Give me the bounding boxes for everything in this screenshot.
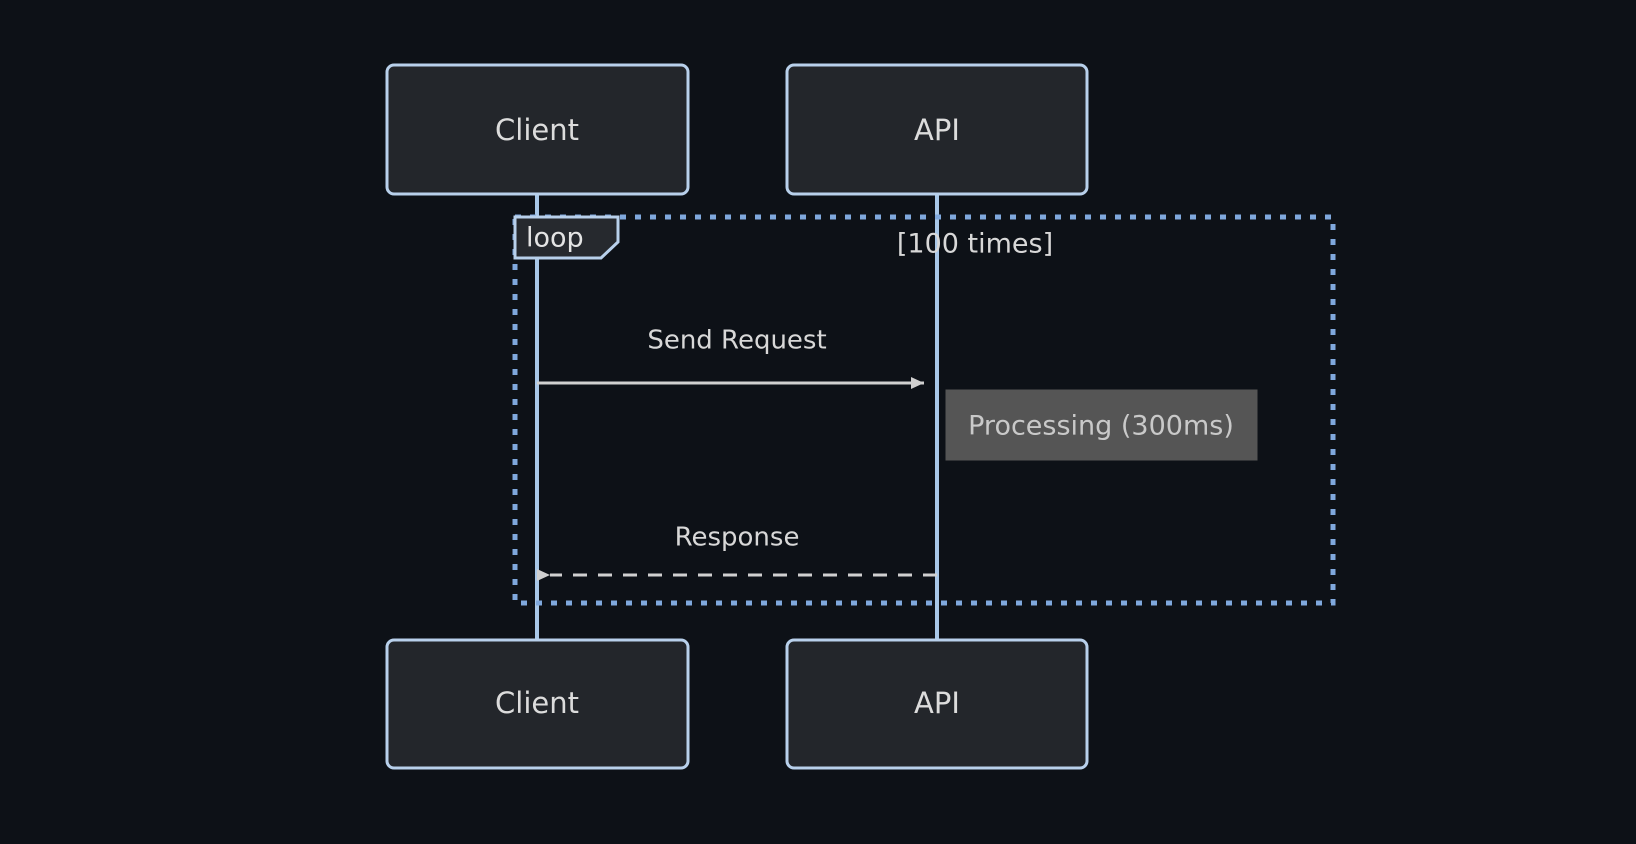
participant-box bbox=[385, 638, 690, 770]
note-processing[interactable]: Processing (300ms) bbox=[945, 389, 1258, 461]
participant-label: Client bbox=[495, 113, 579, 147]
participant-footer-client[interactable]: Client bbox=[385, 638, 690, 770]
message-response[interactable]: Response bbox=[537, 523, 937, 581]
participant-footer-api[interactable]: API bbox=[785, 638, 1089, 770]
participant-header-client[interactable]: Client bbox=[385, 63, 690, 196]
header-participants: Client API bbox=[385, 63, 1089, 196]
loop-keyword-label: loop bbox=[526, 223, 584, 254]
participant-label: Client bbox=[495, 686, 579, 720]
loop-fragment-border bbox=[512, 214, 1336, 606]
message-send-request[interactable]: Send Request bbox=[537, 326, 924, 389]
participant-label: API bbox=[914, 113, 960, 147]
participant-box bbox=[785, 638, 1089, 770]
loop-condition-label: [100 times] bbox=[897, 229, 1053, 260]
participant-box bbox=[785, 63, 1089, 196]
participant-label: API bbox=[914, 686, 960, 720]
messages-group: Send Request Response bbox=[537, 326, 937, 581]
lifelines-group bbox=[535, 194, 939, 641]
loop-label-box bbox=[513, 215, 620, 260]
footer-participants: Client API bbox=[385, 638, 1089, 770]
participant-box bbox=[385, 63, 690, 196]
participant-header-api[interactable]: API bbox=[785, 63, 1089, 196]
loop-fragment[interactable]: loop [100 times] bbox=[512, 214, 1336, 606]
note-box bbox=[945, 389, 1258, 461]
note-label: Processing (300ms) bbox=[968, 411, 1234, 442]
message-label: Response bbox=[675, 523, 800, 553]
message-label: Send Request bbox=[647, 326, 826, 356]
